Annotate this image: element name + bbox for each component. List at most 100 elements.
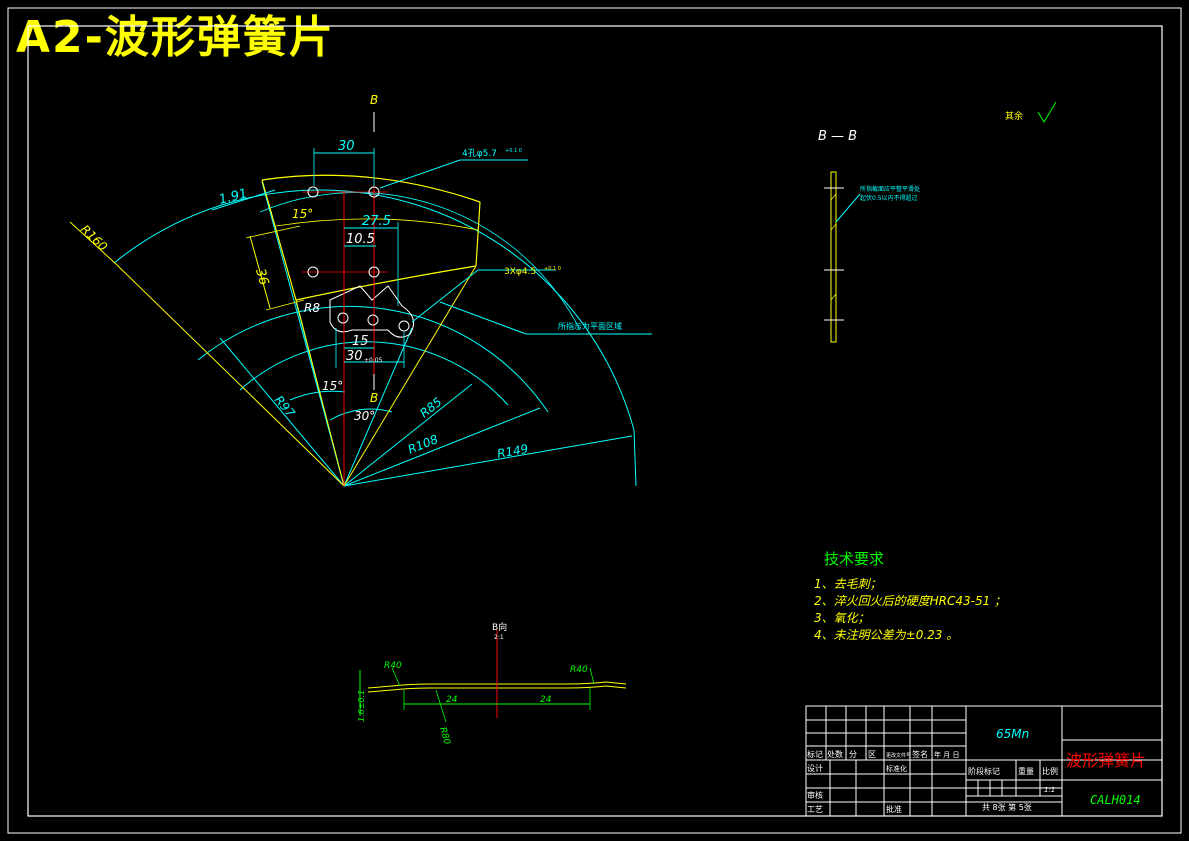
profile-bottom <box>367 685 627 693</box>
hole-top-left <box>307 186 319 198</box>
dim-36-ext-a <box>245 225 301 239</box>
ray-r108 <box>343 407 541 487</box>
dim-15-mid: 15 <box>352 334 369 349</box>
requirement-item-3: 3、氧化； <box>814 611 870 625</box>
r149-ext <box>633 429 637 487</box>
dim-R108: R108 <box>406 432 441 457</box>
tb-header-sign: 签名 <box>912 749 928 759</box>
arc-angle-15 <box>289 390 346 401</box>
dim-1-91: 1.91 <box>217 186 249 208</box>
outline-outer-arc <box>261 174 481 203</box>
title-block <box>805 705 1163 817</box>
holes4-leader <box>379 159 461 189</box>
dim-36-line <box>249 235 271 309</box>
dim-1-91-line <box>211 189 276 211</box>
hole-lug-right <box>398 320 410 332</box>
dim-R160: R160 <box>78 222 110 254</box>
profile-d24-left: 24 <box>446 695 458 705</box>
plane-leader <box>439 301 527 335</box>
holes3-leader <box>411 269 479 323</box>
outline-left-edge <box>261 179 297 301</box>
requirement-item-1: 1、去毛刺； <box>814 577 882 591</box>
hole-mid-left <box>307 266 319 278</box>
profile-r40-r-leader <box>589 667 595 685</box>
main-view <box>69 112 652 487</box>
arc-angle-30 <box>329 408 393 421</box>
tb-weight: 重量 <box>1018 766 1034 776</box>
requirement-item-4: 4、未注明公差为±0.23 。 <box>814 628 958 642</box>
tb-header-date: 年 月 日 <box>934 750 959 759</box>
outline-lower-right <box>343 265 477 487</box>
dim-R8: R8 <box>304 301 320 315</box>
requirements-heading: 技术要求 <box>824 550 884 568</box>
profile-r80: R80 <box>437 726 452 746</box>
ray-right-a <box>343 327 413 487</box>
section-mark-top: B <box>370 93 378 107</box>
tb-header-zone: 区 <box>868 750 876 759</box>
drawing-title: A2-波形弹簧片 <box>16 12 335 63</box>
tb-header-div: 分 <box>849 750 857 759</box>
section-note-2: 起伏0.5以内不得超过 <box>860 194 918 202</box>
dim-R149: R149 <box>496 442 529 461</box>
dim-R97: R97 <box>272 393 298 420</box>
arc-r108 <box>197 305 549 413</box>
tb-header-doc: 更改文件号 <box>886 752 911 759</box>
dim-30deg: 30° <box>354 409 375 423</box>
profile-top <box>367 681 627 689</box>
dim-36-ext-b <box>265 299 305 311</box>
tb-part-name: 波形弹簧片 <box>1066 751 1146 770</box>
tb-approve: 批准 <box>886 804 902 814</box>
tb-standardize: 标准化 <box>886 764 907 773</box>
section-hatch-3 <box>830 293 837 301</box>
callout-holes-4: 4孔φ5.7 <box>462 148 497 159</box>
outline-lower-left <box>295 299 345 487</box>
callout-plane: 所指示为平面区域 <box>558 321 622 331</box>
hole-top-right <box>368 186 380 198</box>
lug-outline <box>329 285 415 338</box>
hole-lug-left <box>337 312 349 324</box>
arc-r85 <box>239 341 509 406</box>
ray-r97 <box>219 337 345 487</box>
profile-r40-right: R40 <box>570 665 588 675</box>
tb-process: 工艺 <box>807 805 823 814</box>
inner-frame <box>27 25 1163 817</box>
profile-scale: 2:1 <box>494 634 504 641</box>
r160-ext <box>69 221 117 265</box>
profile-view-label: B向 <box>492 621 507 633</box>
requirement-item-2: 2、淬火回火后的硬度HRC43-51 ； <box>814 594 1006 608</box>
profile-thickness: 1.6±0.1 <box>357 690 366 722</box>
profile-r80-leader <box>435 689 447 723</box>
dim-36: 36 <box>252 267 271 287</box>
callout-holes-3: 3Xφ4.5 <box>504 267 536 277</box>
outline-right-edge <box>475 201 481 267</box>
tb-drawing-no: CALH014 <box>1090 793 1141 807</box>
dim-15deg-top: 15° <box>292 207 313 221</box>
tb-review: 审核 <box>807 790 823 800</box>
outer-frame <box>7 7 1182 834</box>
tb-scale-value: 1:1 <box>1044 786 1055 794</box>
tb-header-count: 处数 <box>827 749 843 759</box>
tb-design: 设计 <box>807 763 823 773</box>
r160-leader <box>115 263 345 487</box>
section-note-leader <box>835 193 861 223</box>
dim-30-tol: 30 <box>346 349 363 364</box>
dim-27-5: 27.5 <box>362 214 391 229</box>
surface-mark-label: 其余 <box>1005 110 1023 122</box>
roughness-check-icon <box>1037 101 1057 123</box>
dim-30-tol-suffix: ±0.05 <box>364 357 383 364</box>
section-hatch-1 <box>830 193 837 201</box>
section-hatch-2 <box>830 223 837 231</box>
profile-d24-right: 24 <box>540 695 552 705</box>
outline-inner-guide <box>275 218 479 231</box>
dim-15deg-bottom: 15° <box>322 379 343 393</box>
dim-10-5: 10.5 <box>346 232 375 247</box>
ray-r85 <box>343 383 473 487</box>
tb-scale-label: 比例 <box>1042 766 1058 776</box>
callout-holes-4-tol: +0.1 0 <box>505 148 522 154</box>
profile-view <box>359 630 627 723</box>
profile-r40-l-leader <box>391 667 401 687</box>
dim-30-top: 30 <box>338 139 355 154</box>
section-view <box>824 171 861 343</box>
tb-material: 65Mn <box>996 727 1029 741</box>
